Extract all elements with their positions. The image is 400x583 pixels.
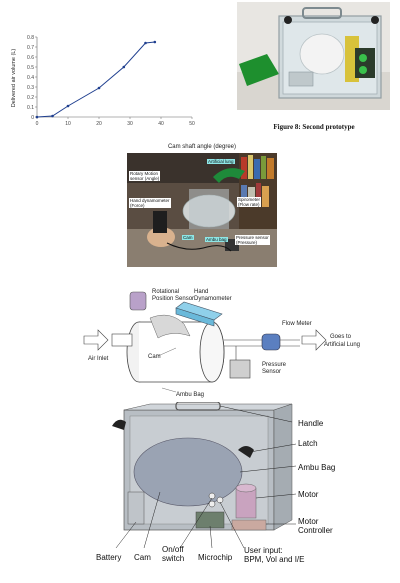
cad-label-latch: Latch — [298, 439, 318, 448]
cad-label-battery: Battery — [96, 553, 121, 562]
chart-xlabel: Cam shaft angle (degree) — [167, 144, 237, 150]
rotational-sensor-shape — [129, 291, 147, 311]
cad-box-side — [273, 403, 293, 531]
label-ambu-bag-diagram: Ambu Bag — [176, 392, 204, 398]
data-point — [122, 65, 126, 69]
y-tick-label: 0.2 — [27, 95, 34, 101]
cad-box-top — [123, 403, 293, 411]
inlet-arrow — [83, 329, 109, 351]
cad-switch-3 — [216, 496, 224, 504]
cad-latch-left — [112, 419, 126, 430]
x-tick-label: 20 — [96, 121, 102, 127]
cad-battery — [127, 491, 145, 525]
label-hand: Hand — [194, 289, 208, 295]
data-point — [35, 115, 39, 119]
chart-ylabel: Delivered air volume (L) — [11, 49, 17, 108]
cad-label-motor-controller-2: Controller — [298, 526, 333, 535]
label-artificial-lung-dest: Artificial Lung — [324, 342, 360, 348]
series-line — [36, 41, 155, 118]
inlet-tube — [111, 333, 133, 347]
label-pressure-sensor: Pressure sensor (Pressure) — [235, 235, 270, 245]
cam-shape — [149, 314, 191, 339]
cad-label-user-input-1: User input: — [244, 546, 283, 555]
label-cam: Cam — [182, 235, 194, 240]
y-tick-label: 0.8 — [27, 35, 34, 41]
y-tick-label: 0.5 — [27, 65, 34, 71]
label-sensor: Sensor — [262, 369, 281, 375]
data-point — [153, 40, 157, 44]
label-rotary-sensor: Rotary Motion sensor (Angle) — [129, 171, 161, 181]
y-tick-label: 0 — [31, 115, 34, 121]
y-tick-label: 0.7 — [27, 45, 34, 51]
cad-label-motor: Motor — [298, 490, 319, 499]
label-spirometer: Spirometer (Flow rate) — [237, 197, 262, 207]
cad-label-onoff-2: switch — [162, 554, 184, 563]
label-artificial-lung: Artificial lung — [207, 159, 235, 164]
volume-chart: Delivered air volume (L) 0 0.1 0.2 0.3 0.4 0.… — [11, 35, 195, 127]
cad-label-cam: Cam — [134, 553, 151, 562]
leader-user-input — [219, 501, 245, 549]
cad-switch-2 — [208, 500, 216, 508]
cad-label-handle: Handle — [298, 419, 324, 428]
x-tick-label: 40 — [158, 121, 164, 127]
cad-latch-right — [238, 446, 254, 458]
data-point — [97, 86, 101, 90]
data-point — [66, 104, 70, 108]
y-tick-label: 0.4 — [27, 75, 34, 81]
leader-cam — [143, 491, 161, 549]
x-tick-label: 10 — [65, 121, 71, 127]
y-tick-label: 0.6 — [27, 55, 34, 61]
prototype-drawing — [237, 2, 390, 110]
label-air-inlet: Air Inlet — [88, 356, 109, 362]
cad-label-microchip: Microchip — [198, 553, 233, 562]
cad-switch-1 — [208, 492, 216, 500]
cad-microchip — [195, 511, 225, 529]
label-pressure: Pressure — [262, 362, 287, 368]
leader-motor — [255, 493, 297, 499]
cad-label-user-input-2: BPM, Vol and I/E — [244, 555, 304, 564]
label-flow-meter: Flow Meter — [282, 321, 312, 327]
cad-label-motor-controller-1: Motor — [298, 517, 319, 526]
dynamometer-side — [175, 307, 215, 327]
x-tick-label: 50 — [189, 121, 195, 127]
cad-rendering: Handle Latch Ambu Bag Motor Motor Contro… — [96, 402, 335, 564]
leader-cam — [157, 347, 177, 357]
label-ambu-bag: Ambu bag — [205, 237, 228, 242]
cad-motor-controller — [231, 519, 267, 531]
label-rotational: Rotational — [152, 289, 179, 295]
label-dynamometer: Dynamometer — [194, 296, 232, 302]
label-position-sensor: Position Sensor — [152, 296, 194, 302]
leader-ambu-bag — [239, 465, 297, 473]
y-tick-label: 0.1 — [27, 105, 34, 111]
label-cam-diagram: Cam — [148, 354, 161, 360]
y-tick-label: 0.3 — [27, 85, 34, 91]
cad-label-onoff-1: On/off — [162, 545, 184, 554]
leader-microchip — [209, 525, 213, 549]
data-point — [144, 41, 147, 45]
cad-ambu-bag — [133, 437, 243, 507]
x-tick-label: 30 — [127, 121, 133, 127]
figure8-caption: Figure 8: Second prototype — [273, 123, 355, 131]
label-hand-dynamometer: Hand dynamometer (Force) — [129, 198, 171, 208]
data-point — [51, 114, 54, 118]
leader-battery — [115, 521, 137, 549]
ambu-bag-front — [199, 321, 225, 383]
cad-motor — [235, 487, 257, 519]
cad-motor-cap — [235, 483, 257, 493]
leader-ambu — [161, 387, 177, 393]
leader-handle — [219, 405, 293, 423]
leader-latch — [249, 443, 297, 453]
label-goes-to: Goes to — [330, 334, 352, 340]
x-tick-label: 0 — [36, 121, 39, 127]
leader-onoff — [179, 497, 213, 549]
flow-meter-shape — [261, 333, 281, 351]
test-setup-photo: Rotary Motion sensor (Angle) Artificial … — [127, 153, 277, 267]
outlet-arrow — [301, 329, 327, 351]
schematic-diagram: Rotational Position Sensor Hand Dynamome… — [83, 289, 360, 398]
second-prototype-photo — [237, 2, 390, 110]
cad-label-ambu-bag: Ambu Bag — [298, 463, 335, 472]
pressure-sensor-shape — [229, 359, 251, 379]
